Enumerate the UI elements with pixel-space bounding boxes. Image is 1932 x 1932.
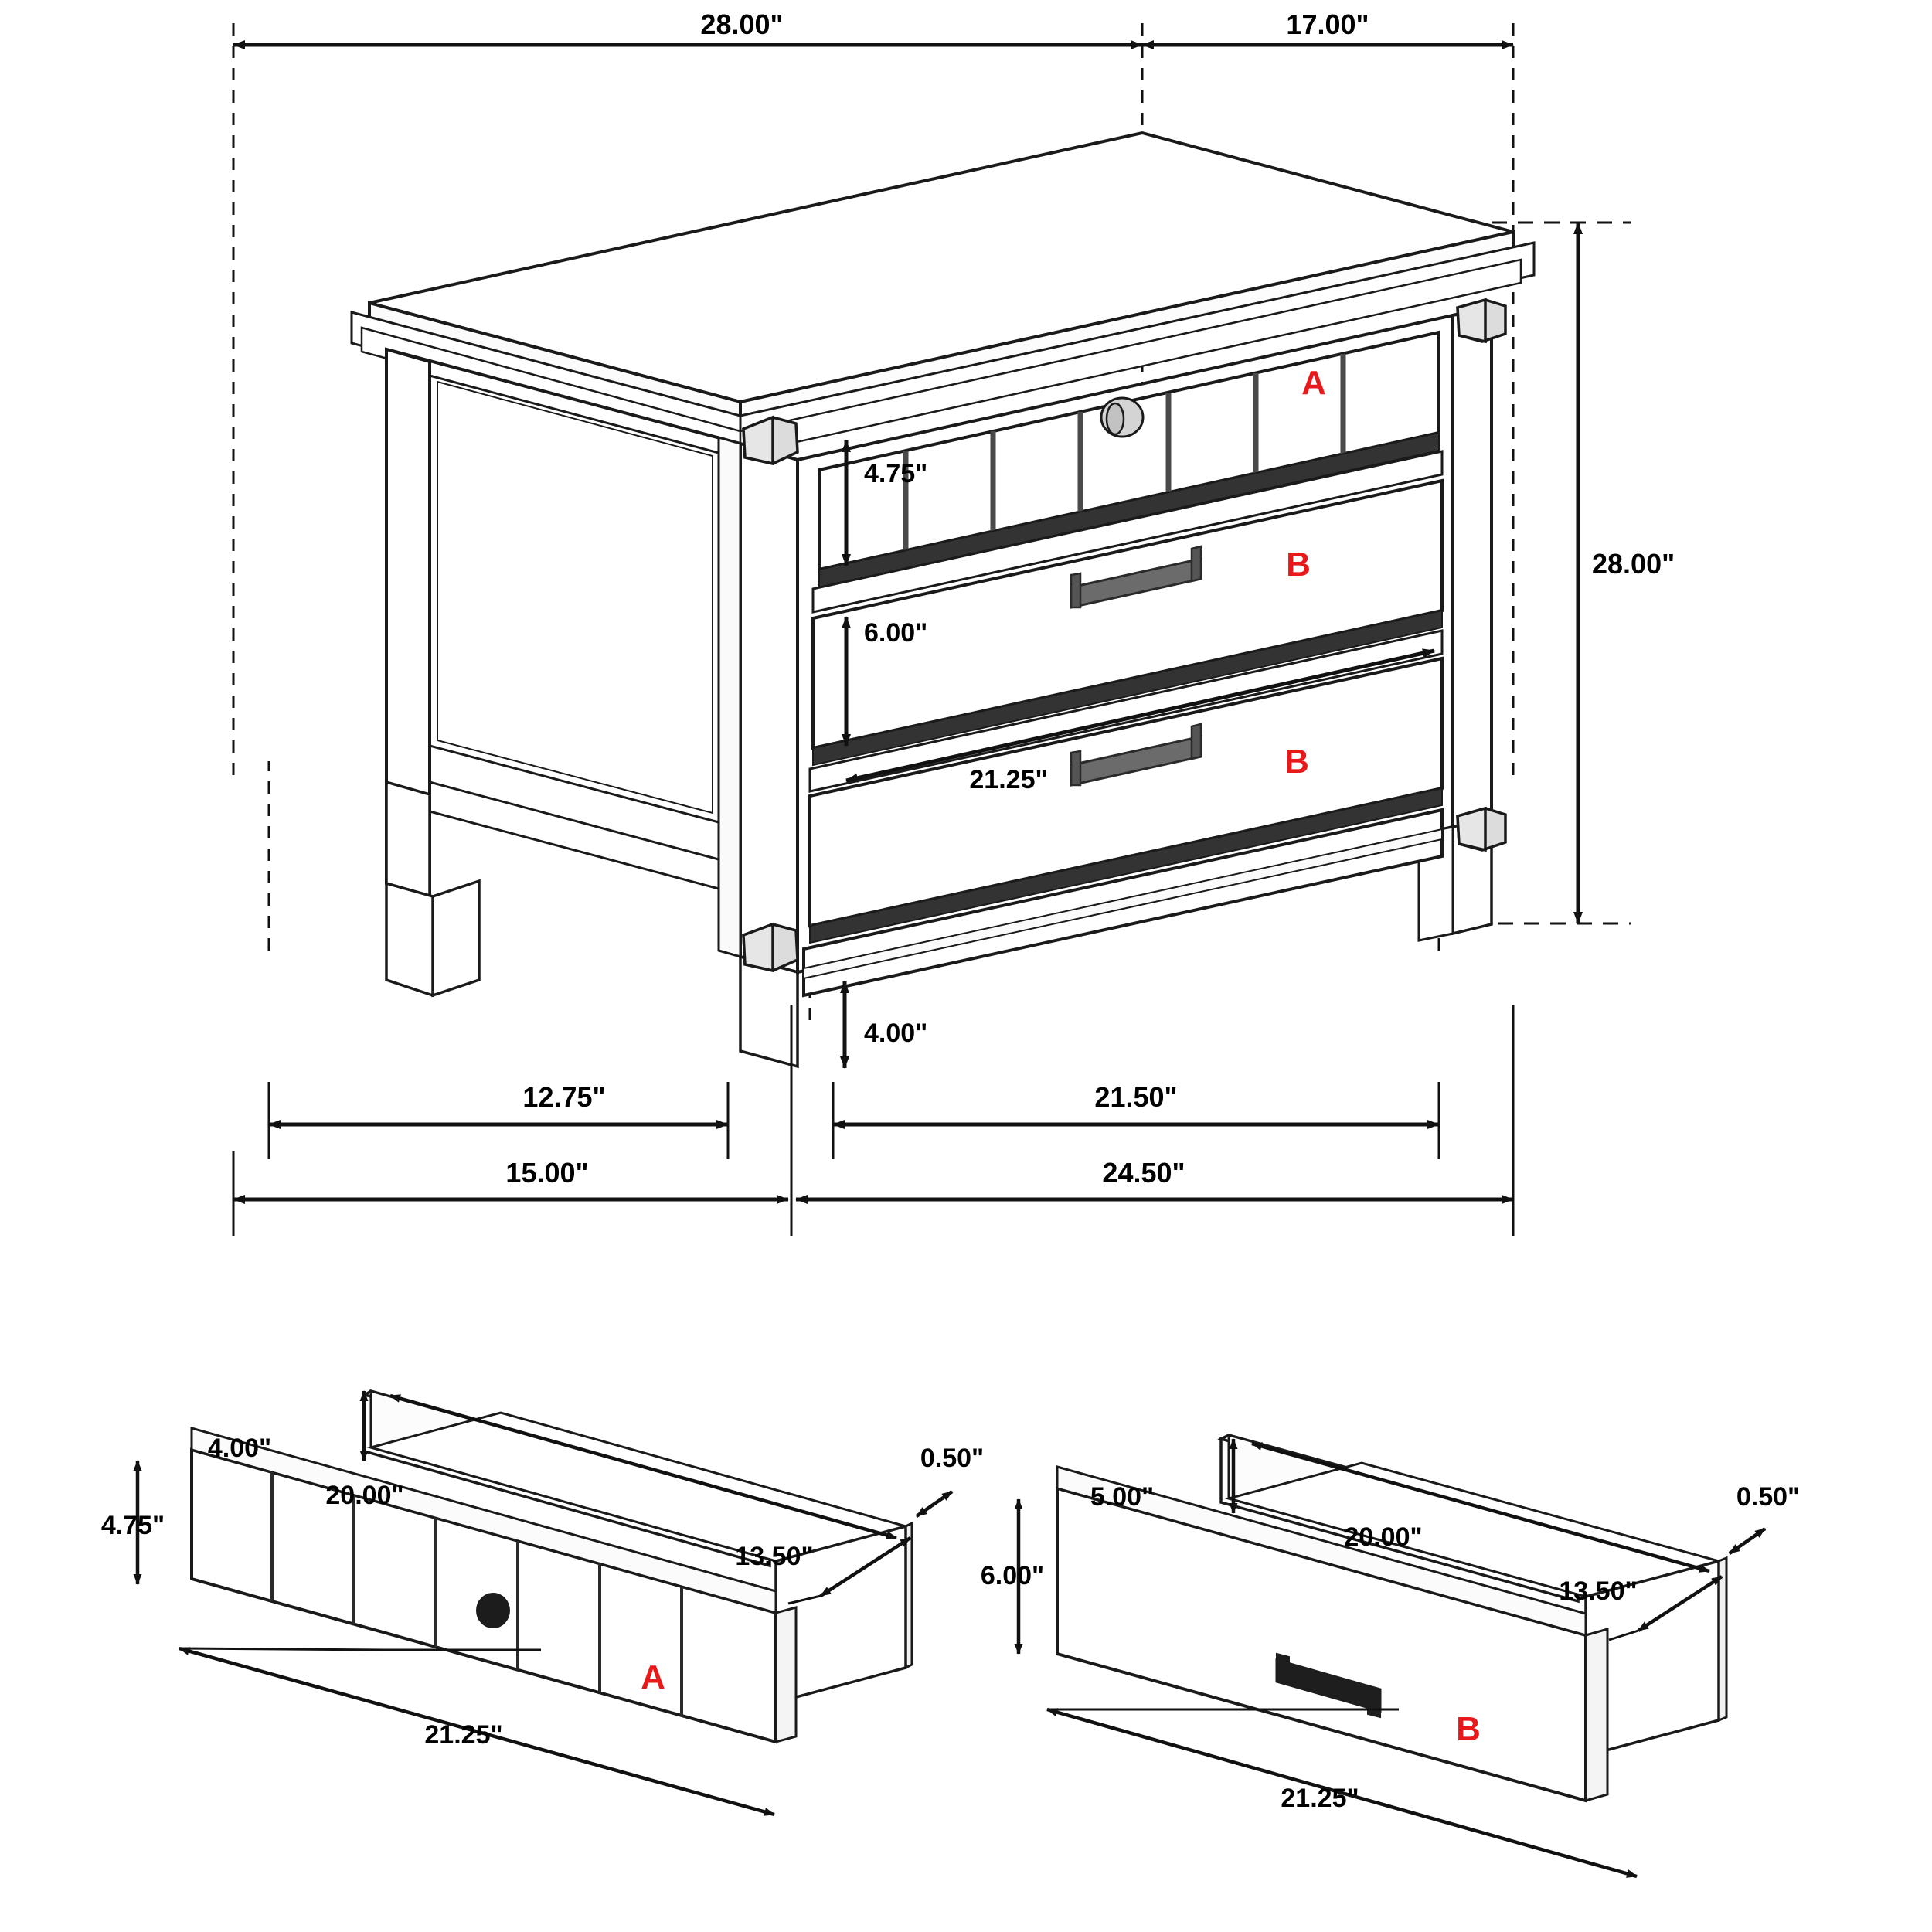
- dim-overall-width: 24.50": [1102, 1157, 1185, 1189]
- detail-a-leader-lines: [179, 1594, 821, 1651]
- label-drawer-b-lower: B: [1284, 743, 1309, 781]
- label-drawer-a: A: [1301, 364, 1326, 402]
- label-drawer-b-upper: B: [1286, 546, 1311, 583]
- detail-a-dimension-lines: [133, 1390, 954, 1817]
- label-detail-b: B: [1456, 1710, 1481, 1748]
- dim-a-face-width: 21.25": [424, 1720, 502, 1750]
- dim-drawer-b-height: 6.00": [864, 618, 927, 648]
- drawer-b-upper-handle-icon: [1070, 545, 1202, 609]
- dim-top-width-right: 17.00": [1286, 9, 1369, 40]
- dim-b-face-width: 21.25": [1281, 1784, 1359, 1813]
- main-dimension-lines: [233, 40, 1583, 1204]
- nightstand-body: [350, 131, 1536, 1069]
- dim-a-inner-length: 20.00": [325, 1481, 403, 1510]
- dim-b-face-height: 6.00": [981, 1561, 1044, 1590]
- dim-base-width-right: 21.50": [1094, 1081, 1177, 1113]
- dim-a-thickness: 0.50": [920, 1444, 984, 1473]
- dim-overall-depth: 15.00": [505, 1157, 588, 1189]
- dim-b-inner-length: 20.00": [1344, 1522, 1422, 1552]
- label-detail-a: A: [641, 1658, 665, 1696]
- dim-leg-height: 4.00": [864, 1019, 927, 1048]
- dim-drawer-a-height: 4.75": [864, 459, 927, 488]
- drawer-a-slats: [903, 354, 1346, 550]
- drawer-a-knob-icon: [1100, 396, 1145, 438]
- corner-hardware: [742, 298, 1507, 973]
- dim-b-thickness: 0.50": [1736, 1482, 1800, 1512]
- dim-a-face-height: 4.75": [101, 1511, 165, 1540]
- dim-right-height: 28.00": [1592, 548, 1675, 580]
- dim-a-inner-depth: 4.00": [208, 1434, 271, 1463]
- detail-b-dimension-lines: [1014, 1438, 1767, 1879]
- dim-b-inner-depth: 5.00": [1090, 1482, 1154, 1512]
- dim-drawer-width: 21.25": [969, 765, 1047, 794]
- dim-base-depth-left: 12.75": [522, 1081, 605, 1113]
- dim-b-inner-width: 13.50": [1559, 1577, 1637, 1606]
- dim-top-width-left: 28.00": [700, 9, 783, 40]
- dim-a-inner-width: 13.50": [735, 1542, 813, 1571]
- drawer-b-box: [1056, 1434, 1728, 1803]
- main-dimension-extension-ticks: [232, 1005, 1515, 1236]
- drawer-a-detail-knob-icon: [476, 1593, 510, 1628]
- detail-b-leader-lines: [1047, 1629, 1639, 1711]
